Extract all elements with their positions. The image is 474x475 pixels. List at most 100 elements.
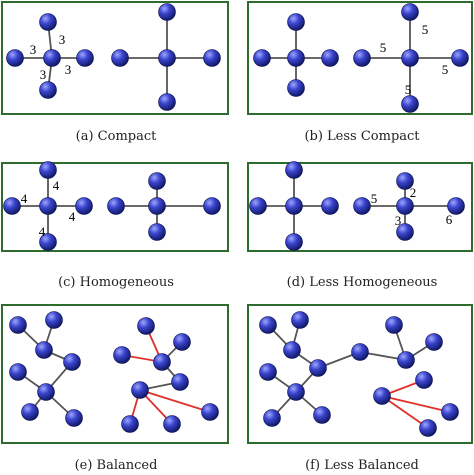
- edge-weight-label: 5: [380, 40, 387, 55]
- caption-a: (a) Compact: [76, 129, 157, 144]
- node-e-1-1: [173, 333, 191, 351]
- node-e-0-3: [63, 353, 81, 371]
- edge-weight-label: 4: [53, 178, 60, 193]
- node-c-0-3: [75, 197, 93, 215]
- node-c-0-1: [39, 161, 57, 179]
- edge-weight-label: 3: [40, 67, 47, 82]
- caption-d: (d) Less Homogeneous: [287, 275, 438, 290]
- node-e-1-6: [201, 403, 219, 421]
- node-d-0-0: [285, 197, 303, 215]
- node-f-1-0: [351, 343, 369, 361]
- edge-weight-label: 3: [30, 42, 37, 57]
- node-a-0-3: [76, 49, 94, 67]
- edge-weight-label: 5: [371, 191, 378, 206]
- node-c-1-1: [148, 172, 166, 190]
- panel-frame-c: [1, 162, 229, 252]
- edge-weight-label: 5: [422, 22, 429, 37]
- panel-frame-d: [247, 162, 473, 252]
- edge-weight-label: 4: [21, 191, 28, 206]
- caption-f: (f) Less Balanced: [305, 458, 419, 473]
- node-d-0-3: [321, 197, 339, 215]
- edge-f-1-4: [381, 395, 451, 413]
- node-e-0-1: [45, 311, 63, 329]
- node-b-0-1: [287, 13, 305, 31]
- node-f-1-5: [415, 371, 433, 389]
- node-d-0-2: [249, 197, 267, 215]
- node-b-0-2: [253, 49, 271, 67]
- node-d-0-4: [285, 233, 303, 251]
- panel-frame-b: [247, 1, 473, 115]
- node-e-0-6: [21, 403, 39, 421]
- node-f-0-0: [259, 316, 277, 334]
- node-e-1-2: [153, 353, 171, 371]
- panel-frame-f: [247, 304, 473, 444]
- node-f-1-4: [373, 387, 391, 405]
- node-e-0-4: [9, 363, 27, 381]
- node-a-1-1: [158, 3, 176, 21]
- node-f-0-2: [283, 341, 301, 359]
- node-d-1-0: [396, 197, 414, 215]
- edge-e-1-6: [139, 389, 211, 413]
- node-c-0-0: [39, 197, 57, 215]
- node-b-1-4: [401, 95, 419, 113]
- caption-b: (b) Less Compact: [304, 129, 420, 144]
- node-e-0-5: [37, 383, 55, 401]
- node-e-1-4: [131, 381, 149, 399]
- edge-f-1-5: [381, 395, 429, 429]
- node-c-1-3: [203, 197, 221, 215]
- node-c-0-2: [3, 197, 21, 215]
- node-f-1-7: [419, 419, 437, 437]
- node-a-1-2: [111, 49, 129, 67]
- node-d-1-2: [353, 197, 371, 215]
- node-b-0-3: [321, 49, 339, 67]
- node-a-1-4: [158, 93, 176, 111]
- node-b-1-3: [451, 49, 469, 67]
- node-e-0-2: [35, 341, 53, 359]
- node-e-1-8: [113, 346, 131, 364]
- node-b-1-1: [401, 3, 419, 21]
- node-f-0-4: [259, 363, 277, 381]
- node-a-0-1: [39, 13, 57, 31]
- edge-weight-label: 4: [69, 209, 76, 224]
- panel-frames: [1, 1, 473, 444]
- node-a-1-0: [158, 49, 176, 67]
- node-a-1-3: [203, 49, 221, 67]
- edge-weight-label: 3: [395, 213, 402, 228]
- node-d-1-3: [447, 197, 465, 215]
- node-f-1-2: [397, 351, 415, 369]
- node-a-0-0: [43, 49, 61, 67]
- node-f-1-3: [425, 333, 443, 351]
- node-d-0-1: [285, 161, 303, 179]
- node-f-0-1: [291, 311, 309, 329]
- node-f-0-3: [309, 359, 327, 377]
- panel-frame-e: [1, 304, 229, 444]
- node-e-0-7: [65, 409, 83, 427]
- node-b-0-0: [287, 49, 305, 67]
- edge-weight-label: 3: [65, 62, 72, 77]
- node-c-0-4: [39, 233, 57, 251]
- node-e-1-5: [121, 415, 139, 433]
- node-c-1-4: [148, 223, 166, 241]
- node-f-1-6: [441, 403, 459, 421]
- node-e-1-7: [163, 415, 181, 433]
- edge-weight-label: 5: [442, 62, 449, 77]
- edge-weight-label: 5: [405, 82, 412, 97]
- edge-weight-label: 3: [59, 32, 66, 47]
- edge-weight-label: 6: [446, 212, 453, 227]
- edge-weight-label: 4: [39, 224, 46, 239]
- node-f-0-5: [287, 383, 305, 401]
- node-a-0-2: [6, 49, 24, 67]
- node-f-0-7: [313, 406, 331, 424]
- node-b-1-0: [401, 49, 419, 67]
- nodes-layer: [3, 3, 469, 437]
- node-b-0-4: [287, 79, 305, 97]
- node-b-1-2: [353, 49, 371, 67]
- node-d-1-4: [396, 223, 414, 241]
- caption-e: (e) Balanced: [75, 458, 158, 473]
- node-f-0-6: [263, 409, 281, 427]
- captions-layer: (a) Compact (b) Less Compact (c) Homogen…: [58, 129, 437, 473]
- node-e-1-3: [171, 373, 189, 391]
- panel-frame-a: [1, 1, 229, 115]
